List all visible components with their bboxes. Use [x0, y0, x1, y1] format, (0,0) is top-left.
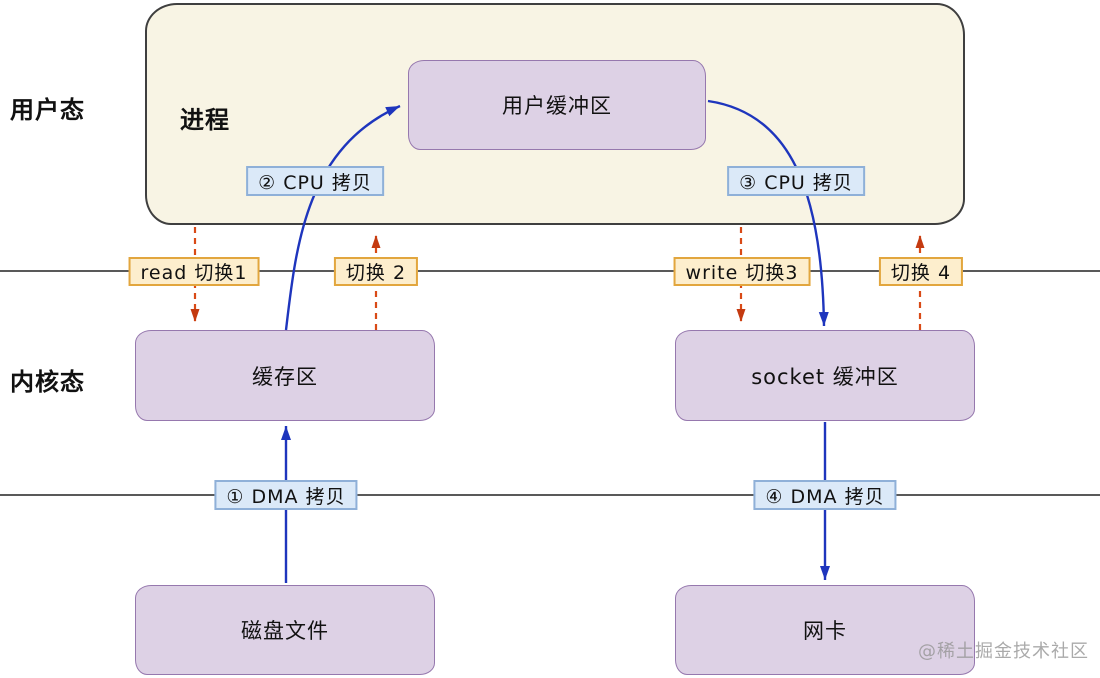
write-switch-3-label: write 切换3: [673, 257, 811, 286]
dma-copy-4-label: ④ DMA 拷贝: [753, 480, 897, 510]
dma-copy-1-label: ① DMA 拷贝: [214, 480, 358, 510]
user-mode-label: 用户态: [10, 96, 85, 124]
kernel-mode-label: 内核态: [10, 368, 85, 396]
nic-node: 网卡: [675, 585, 975, 675]
cpu-copy-3-label: ③ CPU 拷贝: [727, 166, 865, 196]
disk-file-node: 磁盘文件: [135, 585, 435, 675]
switch-4-label: 切换 4: [878, 257, 964, 286]
kernel-buffer-node: 缓存区: [135, 330, 435, 421]
read-switch-1-label: read 切换1: [128, 257, 260, 286]
user-buffer-node: 用户缓冲区: [408, 60, 706, 150]
socket-buffer-node: socket 缓冲区: [675, 330, 975, 421]
cpu-copy-2-label: ② CPU 拷贝: [246, 166, 384, 196]
watermark: @稀土掘金技术社区: [918, 641, 1089, 662]
switch-2-label: 切换 2: [333, 257, 419, 286]
process-label: 进程: [180, 106, 230, 134]
